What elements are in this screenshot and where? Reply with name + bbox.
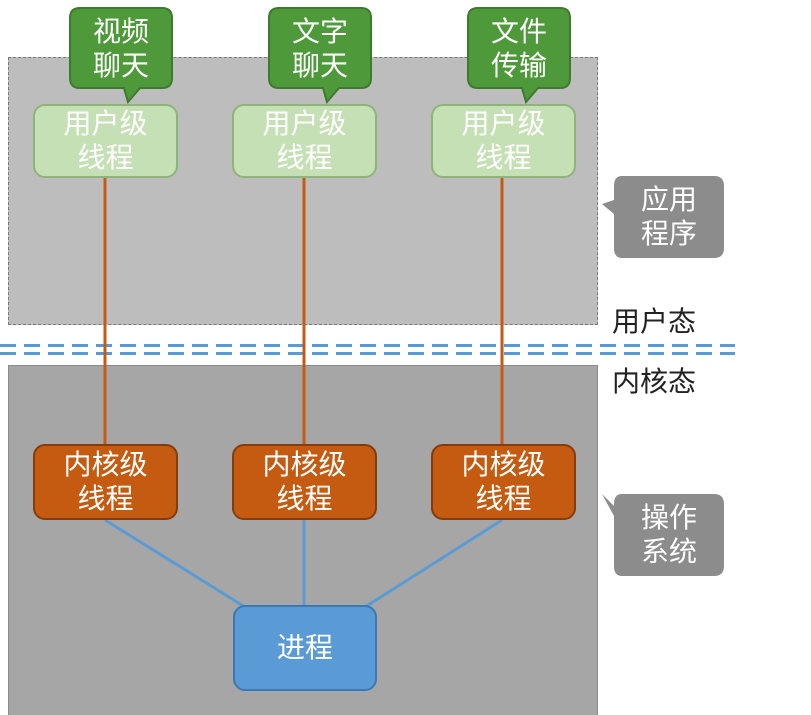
speech-bubble-icon [268, 7, 372, 104]
process-box: 进程 [233, 605, 377, 691]
user-mode-label: 用户态 [612, 305, 697, 338]
callout-shape-icon [602, 176, 724, 258]
bubble-label: 文件 传输 [490, 15, 547, 82]
kernel-process-link-3 [364, 518, 503, 609]
side-label-text: 操作 系统 [640, 501, 697, 568]
kernel-thread-3: 内核级 线程 [431, 444, 576, 520]
side-label-text: 应用 程序 [640, 183, 697, 250]
side-label-os: 操作 系统 [600, 494, 724, 576]
bubble-label: 文字 聊天 [291, 15, 348, 82]
bubble-label: 视频 聊天 [92, 15, 149, 82]
user-thread-3: 用户级 线程 [431, 104, 576, 178]
mode-divider-bottom [0, 352, 735, 355]
bubble-video-chat: 视频 聊天 [68, 6, 174, 104]
mode-divider-top [0, 344, 735, 347]
speech-bubble-icon [467, 7, 571, 104]
callout-shape-icon [602, 494, 724, 576]
side-label-application: 应用 程序 [600, 176, 724, 258]
user-thread-1: 用户级 线程 [33, 104, 178, 178]
kernel-process-link-1 [104, 518, 246, 609]
kernel-mode-label: 内核态 [612, 365, 697, 398]
bubble-file-transfer: 文件 传输 [466, 6, 572, 104]
user-thread-2: 用户级 线程 [232, 104, 377, 178]
kernel-thread-1: 内核级 线程 [33, 444, 178, 520]
kernel-thread-2: 内核级 线程 [232, 444, 377, 520]
bubble-text-chat: 文字 聊天 [267, 6, 373, 104]
speech-bubble-icon [69, 7, 173, 104]
